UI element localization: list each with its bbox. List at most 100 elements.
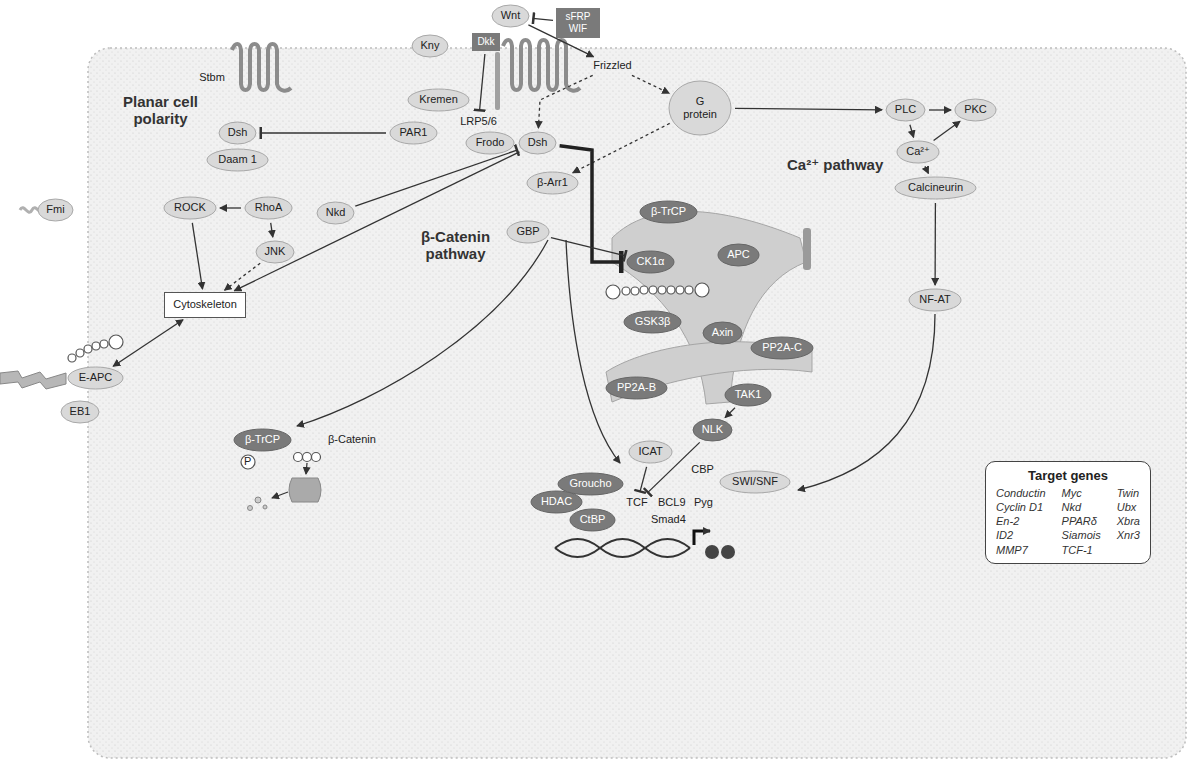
peptide-fragments [248,497,268,511]
node-text: Wnt [501,9,521,22]
membrane-catenin-chain [68,335,123,362]
activation-connector [725,408,735,418]
node-text: β-TrCP [245,433,280,446]
ellipse-shape [606,377,667,399]
node-label: CBP [691,463,714,476]
inhibition-connector [551,238,626,256]
cell-body [88,48,1186,758]
node-label: Axin [712,326,733,339]
pathway-label: Ca²⁺ pathway [787,156,883,173]
node-text: HDAC [541,495,572,508]
node-text: Target genesConductinMycTwinCyclin D1Nkd… [996,468,1140,557]
node-text: β-Arr1 [537,176,568,189]
node-text: CBP [691,463,714,476]
node-label: APC [727,248,750,261]
node-text: Kny [421,39,440,52]
ellipse-shape [725,384,771,406]
cadherin [0,371,66,389]
activation-connector [934,203,936,285]
node-label: Wnt [501,9,521,22]
node-label: ICAT [638,445,662,458]
ellipse-shape [207,149,268,171]
receptor-label: TCF [624,495,650,511]
ellipse-shape [466,132,514,154]
gene-name: Myc [1062,487,1101,500]
node-label: G protein [680,95,720,121]
process-box: Cytoskeleton [164,292,246,318]
protein-ellipse: Kny [411,34,449,58]
activation-connector [271,223,273,237]
circle-part [676,286,684,294]
ellipse-shape [390,122,437,144]
node-text: PAR1 [400,126,428,139]
protein-ellipse: Dsh [218,121,257,145]
ellipse-shape [897,141,939,163]
circle-part [649,286,657,294]
gene-name: Twin [1117,487,1140,500]
activation-connector [113,320,183,367]
node-label: LRP5/6 [460,115,497,128]
node-label: NLK [702,423,723,436]
node-text: Nkd [326,206,346,219]
node-text: Dkk [477,36,494,48]
ellipse-shape [570,509,615,531]
receptor-label: Frizzled [591,58,634,74]
pathway-arrow [798,314,935,490]
node-label: β-Arr1 [537,176,568,189]
circle-part [248,506,253,511]
activation-connector [925,166,928,173]
node-label: Dkk [477,36,494,48]
node-text: Dsh [228,126,248,139]
node-text: ROCK [174,201,206,214]
protein-ellipse: ROCK [163,196,217,220]
protein-ellipse: CK1α [626,250,675,274]
activation-connector [929,109,951,110]
protein-ellipse: GBP [506,220,550,244]
node-text: Ca²⁺ [906,145,930,158]
ellipse-shape [317,202,354,224]
ellipse-shape [669,81,731,135]
protein-ellipse: Calcineurin [894,176,977,200]
circle-part [241,455,255,469]
node-text: APC [727,248,750,261]
stbm-receptor [232,44,291,91]
pathway-arrow [297,240,548,426]
protein-ellipse: Wnt [491,4,530,28]
inhibition-connector [480,54,485,111]
node-text: Kremen [419,93,458,106]
protein-ellipse: TAK1 [724,383,772,407]
cofactor-label: Smad4 [651,513,686,526]
node-text: PKC [964,103,987,116]
node-label: PAR1 [400,126,428,139]
node-text: TAK1 [735,388,762,401]
activation-connector [220,207,241,208]
node-label: GSK3β [635,315,671,328]
node-label: NF-AT [919,293,951,306]
protein-ellipse: β-Arr1 [526,171,579,195]
node-text: Axin [712,326,733,339]
node-text: ICAT [638,445,662,458]
cofactor-label: BCL9 [658,496,686,509]
circle-part [685,286,693,294]
node-text: CK1α [637,255,665,268]
node-label: sFRP WIF [561,11,595,35]
gene-name: Cyclin D1 [996,501,1046,514]
ellipse-shape [519,132,556,154]
node-text: Frizzled [593,59,632,72]
ellipse-shape [412,35,448,57]
activation-connector [632,75,669,93]
circle-part [100,340,108,348]
node-label: Frizzled [593,59,632,72]
gene-name: ID2 [996,529,1046,542]
node-label: Ca²⁺ [906,145,930,158]
protein-ellipse: HDAC [530,490,583,514]
node-text: Daam 1 [218,153,257,166]
complex-anchor [803,228,811,270]
pathway-label: β-Catenin pathway [408,228,503,263]
circle-part [640,286,648,294]
node-label: SWI/SNF [732,475,778,488]
ellipse-shape [955,99,996,121]
ellipse-shape [256,241,294,263]
ellipse-shape [234,429,291,451]
node-label: GBP [516,225,539,238]
